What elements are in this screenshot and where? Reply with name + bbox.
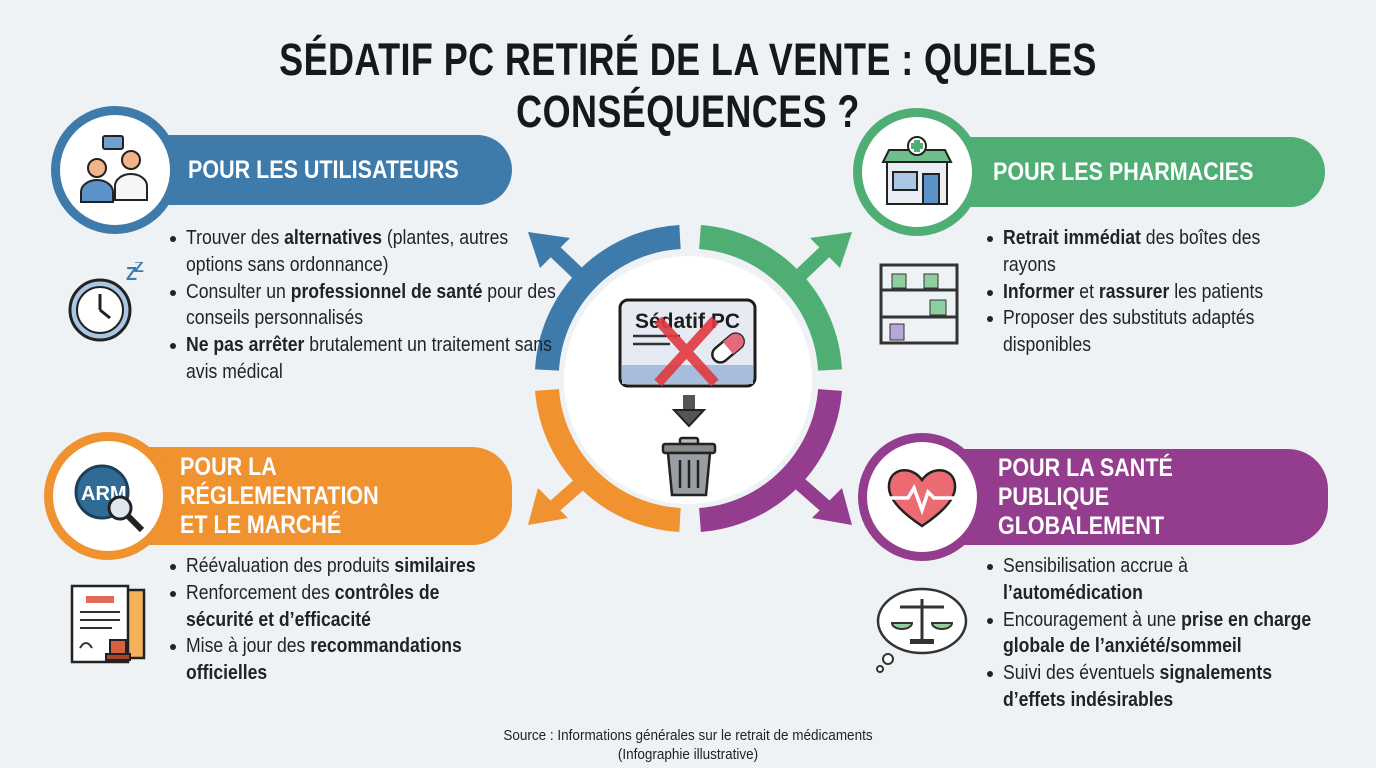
bullet-item: Consulter un professionnel de santé pour… (170, 279, 556, 333)
svg-text:Z: Z (126, 264, 137, 284)
arrow-purple-icon (785, 469, 852, 525)
bullet-list-regulation: Réévaluation des produits similaires Ren… (170, 553, 520, 687)
patient-doctor-icon (51, 106, 179, 234)
section-title-regulation-2: ET LE MARCHÉ (180, 510, 342, 539)
section-title-public-health-2: GLOBALEMENT (998, 511, 1165, 540)
shelves-icon (879, 263, 959, 345)
bullet-bold: similaires (394, 555, 476, 577)
bullet-text: Mise à jour des (186, 635, 311, 658)
bullet-bold: alternatives (284, 227, 382, 249)
bullet-item: Retrait immédiat des boîtes des rayons (987, 225, 1327, 279)
bullet-text: Renforcement des (186, 581, 335, 604)
source-line-1: Source : Informations générales sur le r… (503, 727, 873, 744)
bullet-list-users: Trouver des alternatives (plantes, autre… (170, 225, 556, 386)
card-label: Sédatif PC (635, 310, 740, 333)
bullet-text: Consulter un (186, 280, 291, 303)
bullet-text: Sensibilisation accrue à (1003, 555, 1188, 577)
arrow-blue-icon (528, 232, 595, 291)
section-header-regulation: POUR LA RÉGLEMENTATION ET LE MARCHÉ (105, 447, 512, 545)
section-header-pharmacies: POUR LES PHARMACIES (915, 137, 1325, 207)
section-title-users: POUR LES UTILISATEURS (188, 155, 459, 184)
bullet-bold: recommandations officielles (186, 635, 462, 685)
medicine-box-icon: Sédatif PC (618, 298, 757, 388)
bullet-text: (plantes, autres options sans ordonnance… (186, 227, 509, 276)
bullet-text: et (1074, 280, 1099, 303)
arm-magnifier-icon: ARM (44, 432, 172, 560)
bullet-item: Trouver des alternatives (plantes, autre… (170, 225, 530, 279)
bullet-bold: Ne pas arrêter (186, 334, 305, 357)
bullet-text: Réévaluation des produits (186, 555, 395, 577)
bullet-item: Informer et rassurer les patients (987, 279, 1327, 306)
bullet-bold: signalements d’effets indésirables (1003, 662, 1273, 711)
sleep-clock-icon: ZZ (68, 262, 144, 342)
bullet-item: Proposer des substituts adaptés disponib… (987, 305, 1327, 359)
down-arrow-icon (671, 395, 707, 428)
documents-stamp-icon (70, 584, 146, 664)
section-title-pharmacies: POUR LES PHARMACIES (993, 157, 1254, 186)
page-title: SÉDATIF PC RETIRÉ DE LA VENTE : QUELLES … (279, 34, 1097, 137)
bullet-text: Trouver des (186, 227, 285, 249)
bullet-item: Suivi des éventuels signalements d’effet… (987, 660, 1337, 714)
bullet-item: Mise à jour des recommandations officiel… (170, 633, 520, 687)
bullet-text: Suivi des éventuels (1003, 662, 1160, 685)
bullet-item: Sensibilisation accrue à l’automédicatio… (987, 553, 1337, 607)
bullet-text: les patients (1169, 280, 1264, 303)
pharmacy-store-icon (853, 108, 981, 236)
source-note: Source : Informations générales sur le r… (0, 726, 1376, 764)
bullet-bold: rassurer (1098, 280, 1170, 303)
bullet-bold: professionnel de santé (290, 280, 483, 303)
bullet-item: Renforcement des contrôles de sécurité e… (170, 580, 520, 634)
bullet-text: des boîtes des rayons (1003, 227, 1261, 276)
bullet-text: Proposer des substituts adaptés disponib… (1003, 307, 1255, 357)
bullet-bold: l’automédication (1003, 581, 1143, 604)
arrow-orange-icon (528, 469, 595, 525)
red-cross-icon (654, 316, 719, 387)
balance-thought-icon (876, 587, 968, 673)
bullet-list-public-health: Sensibilisation accrue à l’automédicatio… (987, 553, 1337, 714)
bullet-bold: Retrait immédiat (1003, 227, 1141, 249)
bullet-text: pour des conseils personnalisés (186, 280, 556, 330)
svg-text:Z: Z (134, 262, 144, 276)
source-line-2: (Infographie illustrative) (617, 746, 759, 763)
center-diagram: Sédatif PC (528, 225, 852, 532)
bullet-item: Ne pas arrêter brutalement un traitement… (170, 332, 552, 386)
bullet-bold: prise en charge globale de l’anxiété/som… (1003, 608, 1312, 658)
bullet-item: Encouragement à une prise en charge glob… (987, 607, 1337, 661)
section-title-regulation-1: POUR LA RÉGLEMENTATION (180, 452, 379, 510)
trash-can-icon (661, 436, 717, 497)
section-title-public-health-1: POUR LA SANTÉ PUBLIQUE (998, 453, 1173, 511)
bullet-text: Encouragement à une (1003, 608, 1182, 631)
bullet-list-pharmacies: Retrait immédiat des boîtes des rayons I… (987, 225, 1327, 359)
bullet-item: Réévaluation des produits similaires (170, 553, 520, 580)
bullet-text: brutalement un traitement sans avis médi… (186, 334, 552, 383)
arrow-green-icon (785, 232, 852, 291)
section-header-public-health: POUR LA SANTÉ PUBLIQUE GLOBALEMENT (920, 449, 1328, 545)
bullet-bold: Informer (1003, 280, 1075, 303)
bullet-bold: contrôles de sécurité et d’efficacité (186, 581, 440, 631)
heart-pulse-icon (858, 433, 986, 561)
